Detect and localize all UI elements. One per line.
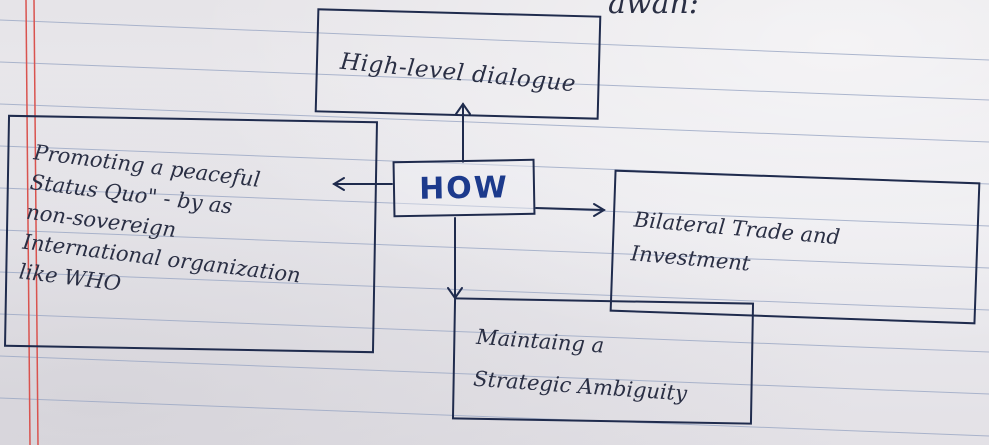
box-how: HOW	[392, 158, 536, 218]
box-peaceful-status-quo: Promoting a peaceful Status Quo" - by as…	[4, 114, 378, 354]
box-high-level-dialogue: High-level dialogue	[314, 8, 602, 120]
label-how: HOW	[418, 169, 510, 207]
label-strategic-ambiguity: Maintaing a Strategic Ambiguity	[472, 324, 688, 406]
arrow-right	[535, 207, 605, 211]
heading-fragment: awan:	[608, 0, 699, 21]
label-peaceful-status-quo: Promoting a peaceful Status Quo" - by as…	[17, 140, 303, 296]
box-strategic-ambiguity: Maintaing a Strategic Ambiguity	[451, 297, 755, 425]
label-high-level-dialogue: High-level dialogue	[339, 48, 578, 98]
margin-lines	[25, 0, 39, 445]
label-bilateral-trade: Bilateral Trade and Investment	[629, 207, 842, 276]
